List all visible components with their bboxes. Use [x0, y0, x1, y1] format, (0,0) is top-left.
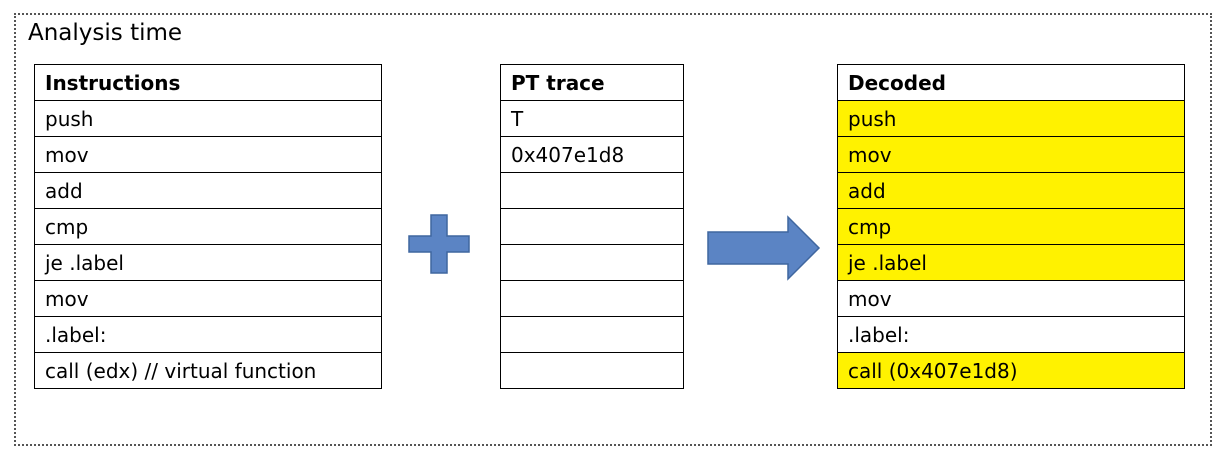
arrow-shape: [707, 215, 821, 281]
pt-trace-table: PT trace T 0x407e1d8: [500, 64, 684, 389]
trace-cell: [500, 244, 684, 281]
trace-header: PT trace: [500, 64, 684, 101]
instruction-cell: cmp: [34, 208, 382, 245]
instruction-cell: mov: [34, 136, 382, 173]
instruction-cell: .label:: [34, 316, 382, 353]
instruction-cell: call (edx) // virtual function: [34, 352, 382, 389]
trace-cell: [500, 208, 684, 245]
trace-cell: [500, 316, 684, 353]
instructions-header: Instructions: [34, 64, 382, 101]
instruction-cell: je .label: [34, 244, 382, 281]
decoded-cell: je .label: [837, 244, 1185, 281]
instructions-table: Instructions push mov add cmp je .label …: [34, 64, 382, 389]
instruction-cell: mov: [34, 280, 382, 317]
decoded-cell: add: [837, 172, 1185, 209]
trace-cell: T: [500, 100, 684, 137]
trace-cell: 0x407e1d8: [500, 136, 684, 173]
trace-cell: [500, 352, 684, 389]
analysis-frame: [14, 13, 1212, 446]
decoded-cell: cmp: [837, 208, 1185, 245]
decoded-cell: mov: [837, 280, 1185, 317]
plus-shape: [408, 214, 470, 274]
decoded-table: Decoded push mov add cmp je .label mov .…: [837, 64, 1185, 389]
instruction-cell: add: [34, 172, 382, 209]
decoded-cell: push: [837, 100, 1185, 137]
instruction-cell: push: [34, 100, 382, 137]
decoded-header: Decoded: [837, 64, 1185, 101]
right-arrow-icon: [707, 215, 821, 281]
decoded-cell: .label:: [837, 316, 1185, 353]
decoded-cell: call (0x407e1d8): [837, 352, 1185, 389]
frame-title: Analysis time: [28, 20, 183, 46]
trace-cell: [500, 172, 684, 209]
trace-cell: [500, 280, 684, 317]
plus-icon: [408, 214, 470, 274]
decoded-cell: mov: [837, 136, 1185, 173]
